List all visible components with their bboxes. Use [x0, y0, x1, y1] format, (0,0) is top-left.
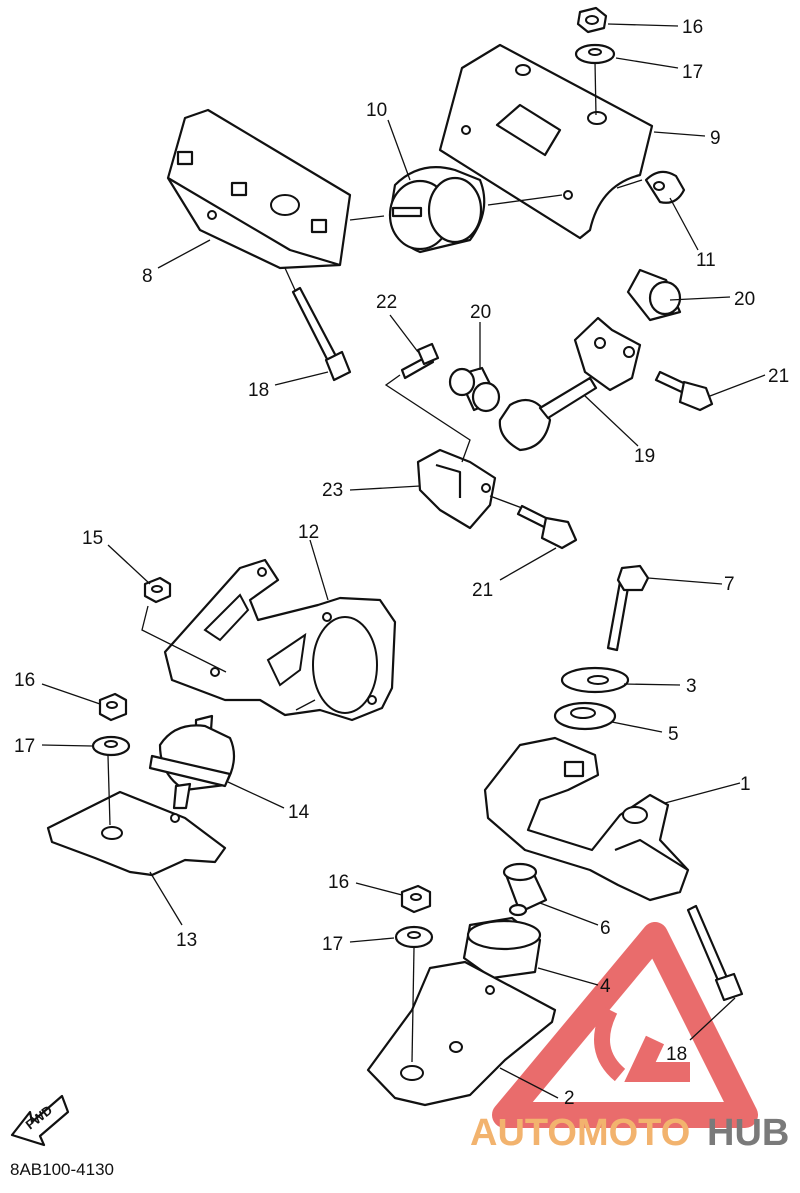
part-23-small-bracket	[416, 448, 497, 530]
callout-5: 5	[668, 724, 679, 745]
part-14-damper-mount	[148, 714, 236, 810]
part-21-bolt-lower	[516, 504, 578, 550]
callout-11: 11	[696, 250, 716, 271]
callout-15: 15	[82, 528, 103, 549]
callout-17: 17	[682, 62, 703, 83]
diagram-caption: 8AB100-4130	[10, 1160, 114, 1179]
callout-7: 7	[724, 574, 735, 595]
callout-2: 2	[564, 1088, 575, 1109]
part-17-washer-left	[91, 735, 131, 757]
part-5-spacer	[553, 701, 617, 731]
part-20-bushing-right	[626, 268, 682, 322]
part-3-washer	[560, 666, 630, 694]
callout-17: 17	[14, 736, 35, 757]
callout-18: 18	[666, 1044, 687, 1065]
part-2-lower-bracket	[366, 960, 557, 1107]
callout-10: 10	[366, 100, 387, 121]
callout-20: 20	[470, 302, 491, 323]
part-17-washer-bottom	[394, 925, 434, 949]
part-17-washer-top	[574, 43, 616, 65]
part-7-long-bolt	[606, 564, 650, 652]
callout-4: 4	[600, 976, 611, 997]
callout-19: 19	[634, 446, 655, 467]
part-22-bolt	[400, 342, 440, 380]
watermark-text: AUTOMOTO HUB	[470, 1112, 789, 1154]
part-1-main-engine-bracket	[483, 736, 690, 902]
callout-13: 13	[176, 930, 197, 951]
callout-9: 9	[710, 128, 721, 149]
callout-16: 16	[14, 670, 35, 691]
part-6-bushing	[502, 862, 548, 917]
part-16-nut-bottom	[400, 884, 432, 914]
leader-lines	[41, 23, 766, 1099]
part-18-long-bolt-top	[291, 286, 352, 382]
callout-3: 3	[686, 676, 697, 697]
part-18-long-bolt-bottom	[686, 904, 744, 1002]
callout-23: 23	[322, 480, 343, 501]
watermark-text-part2: HUB	[707, 1112, 789, 1154]
callout-6: 6	[600, 918, 611, 939]
callout-16: 16	[682, 17, 703, 38]
part-13-bottom-bracket	[46, 790, 227, 877]
part-10-rubber-damper	[388, 166, 486, 254]
watermark-text-part1: AUTOMOTO	[470, 1112, 690, 1154]
callout-18: 18	[248, 380, 269, 401]
callout-1: 1	[740, 774, 751, 795]
callout-17: 17	[322, 934, 343, 955]
callout-8: 8	[142, 266, 153, 287]
callout-22: 22	[376, 292, 397, 313]
callout-21: 21	[472, 580, 493, 601]
callout-21: 21	[768, 366, 789, 387]
callout-16: 16	[328, 872, 349, 893]
watermark-logo	[492, 922, 758, 1128]
part-19-torque-rod	[498, 316, 642, 452]
part-9-rear-bracket	[438, 43, 654, 240]
part-11-cap	[644, 170, 686, 204]
part-4-rubber-block	[462, 916, 542, 980]
fwd-arrow-icon: FWD	[10, 1094, 70, 1147]
part-16-nut-top	[576, 6, 608, 34]
part-12-engine-bracket	[163, 558, 397, 722]
callout-numbers: 16 17 9 10 11 8 20 22 20 21 18 19 23 21 …	[14, 17, 789, 1109]
part-16-nut-left	[98, 692, 128, 722]
callout-20: 20	[734, 289, 755, 310]
part-20-bushing-left	[448, 366, 501, 413]
callout-14: 14	[288, 802, 310, 823]
part-15-nut	[143, 576, 172, 604]
part-21-bolt-upper	[654, 370, 714, 412]
part-8-front-bracket	[166, 108, 352, 270]
callout-12: 12	[298, 522, 319, 543]
